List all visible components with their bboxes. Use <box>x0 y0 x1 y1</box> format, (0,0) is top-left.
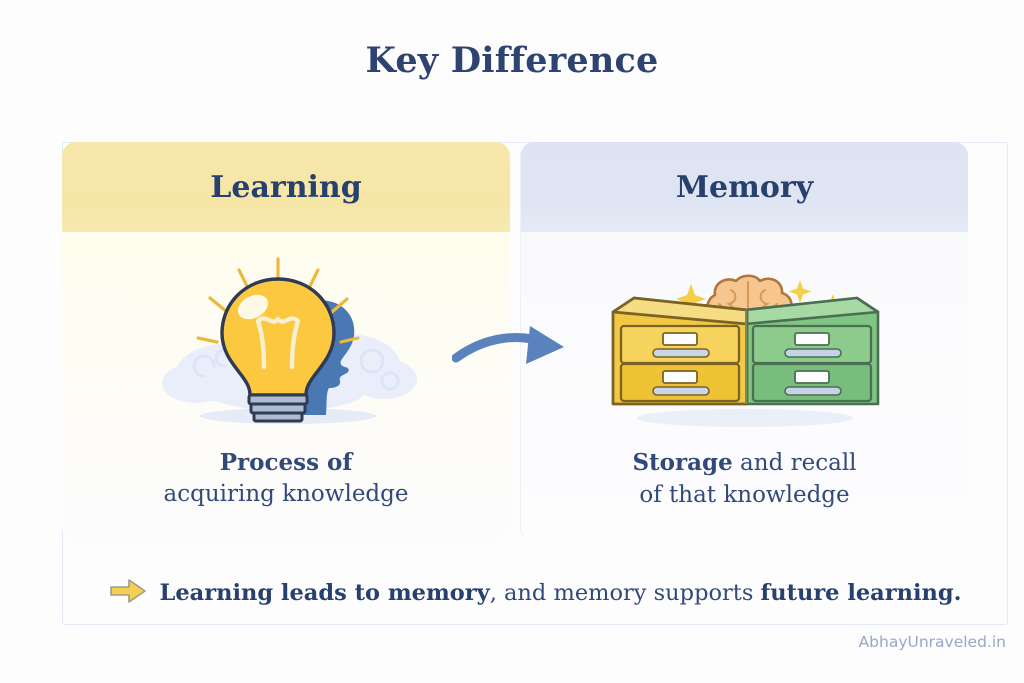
lightbulb-head-icon <box>62 232 510 447</box>
panel-learning-caption: Process of acquiring knowledge <box>62 447 510 510</box>
panel-memory-caption: Storage and recall of that knowledge <box>521 447 968 511</box>
footer-text: Learning leads to memory, and memory sup… <box>160 580 962 606</box>
footer-middle: , and memory supports <box>489 580 761 606</box>
caption-line-2: of that knowledge <box>639 481 850 508</box>
caption-rest: and recall <box>732 450 857 476</box>
footer-bold-1: Learning leads to memory <box>159 580 490 606</box>
panel-learning: Learning <box>62 142 510 542</box>
yellow-arrow-right-icon <box>109 578 147 608</box>
caption-bold: Storage <box>632 449 733 476</box>
curved-arrow-right-icon <box>451 316 584 384</box>
panel-learning-heading: Learning <box>62 142 510 232</box>
filing-cabinet-brain-icon <box>521 232 968 447</box>
caption-line-1: Storage and recall <box>547 447 942 480</box>
caption-rest: acquiring knowledge <box>163 480 409 507</box>
footer-banner: Learning leads to memory, and memory sup… <box>62 563 1008 623</box>
watermark: AbhayUnraveled.in <box>858 633 1006 651</box>
panel-memory-heading: Memory <box>521 142 968 232</box>
panel-memory: Memory <box>520 142 968 542</box>
footer-bold-2: future learning. <box>760 580 962 606</box>
page-title: Key Difference <box>365 40 659 81</box>
caption-bold: Process of <box>219 449 353 476</box>
